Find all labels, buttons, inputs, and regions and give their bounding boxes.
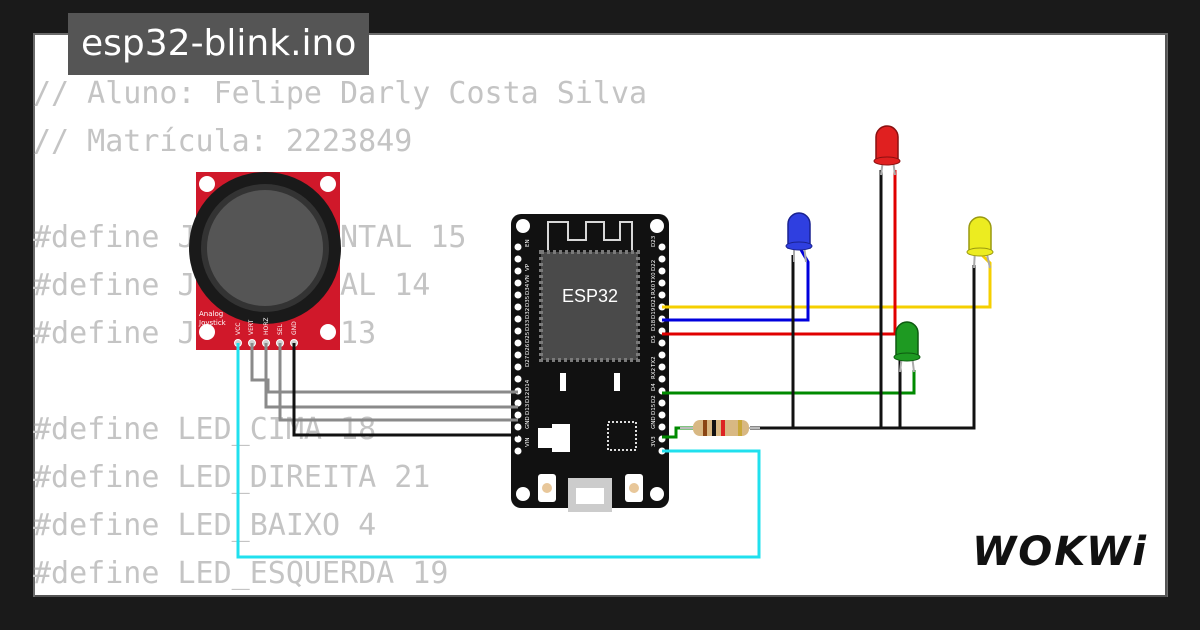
pin-label: RX0	[651, 283, 657, 295]
pin-label: D15	[651, 403, 657, 415]
wokwi-logo: WOKWi	[972, 529, 1148, 575]
pin-label: D2	[651, 395, 657, 403]
wire-cyan[interactable]	[236, 343, 761, 559]
pin-label: D33	[525, 319, 531, 331]
pin-label: TX0	[651, 272, 657, 284]
resistor[interactable]	[680, 420, 760, 436]
esp32-board[interactable]: ESP32 EN VP VN D34 D35 D32 D33 D25 D26	[511, 214, 669, 512]
pin-label: D12	[525, 392, 531, 403]
wire-gray[interactable]	[250, 343, 518, 394]
led-green[interactable]	[893, 321, 921, 373]
pin-label: D22	[651, 260, 657, 271]
pin-label: D26	[525, 343, 531, 355]
joystick-pin-label: SEL	[277, 323, 284, 335]
pin-label: VN	[525, 275, 531, 283]
pin-label: TX2	[651, 356, 657, 368]
code-line: #define LED_ESQUERDA 19	[33, 556, 449, 591]
joystick-label-line1: Analog	[199, 310, 223, 318]
wire-yellow[interactable]	[662, 251, 992, 309]
joystick-pin-label: GND	[291, 321, 298, 335]
led-blue[interactable]	[785, 212, 813, 263]
code-line: #define LED_CIMA 18	[33, 412, 377, 447]
pin-label: GND	[651, 416, 657, 429]
wire-black[interactable]	[292, 343, 518, 437]
code-line: // Aluno: Felipe Darly Costa Silva	[33, 76, 648, 111]
joystick-label-line2: Joystick	[198, 319, 227, 327]
pin-label: VIN	[525, 438, 531, 448]
led-red[interactable]	[873, 125, 901, 176]
pin-label: D14	[525, 379, 531, 391]
wire-black[interactable]	[750, 265, 976, 430]
joystick-pin-label: VERT	[248, 319, 255, 335]
code-line: #define LED_BAIXO 4	[33, 508, 377, 543]
pin-label: RX2	[651, 368, 657, 379]
pin-label: D34	[525, 283, 531, 295]
pin-label: 3V3	[651, 436, 657, 447]
pin-label: D4	[651, 383, 657, 391]
pin-label: D27	[525, 355, 531, 367]
esp32-pin-headers	[514, 243, 666, 455]
pin-label: D13	[525, 403, 531, 415]
pin-label: EN	[525, 239, 531, 247]
wire-blue[interactable]	[662, 247, 810, 322]
wires	[236, 170, 992, 559]
wire-green[interactable]	[662, 370, 916, 395]
pin-label: VP	[525, 263, 531, 271]
code-line: #define LED_DIREITA 21	[33, 460, 431, 495]
pin-label: D21	[651, 296, 657, 307]
pin-label: D35	[525, 295, 531, 307]
joystick-knob[interactable]	[207, 190, 323, 306]
pin-label: D18	[651, 319, 657, 331]
led-yellow[interactable]	[966, 216, 994, 269]
wire-red[interactable]	[662, 170, 897, 336]
pin-label: D32	[525, 308, 531, 319]
pin-label: D5	[651, 335, 657, 343]
wire-gray[interactable]	[278, 343, 518, 422]
joystick-module[interactable]: Analog Joystick VCC VERT HORZ SEL GND	[189, 172, 341, 350]
code-line: // Matrícula: 2223849	[33, 124, 413, 159]
wire-gray[interactable]	[264, 343, 518, 409]
joystick-pin-label: VCC	[235, 323, 242, 335]
pin-label: D19	[651, 307, 657, 319]
pin-label: D25	[525, 331, 531, 343]
file-name-tab[interactable]: esp32-blink.ino	[68, 13, 370, 75]
esp32-label: ESP32	[562, 286, 618, 306]
joystick-pin-label: HORZ	[263, 317, 270, 335]
pin-label: D23	[651, 235, 657, 247]
pin-label: GND	[525, 416, 531, 429]
